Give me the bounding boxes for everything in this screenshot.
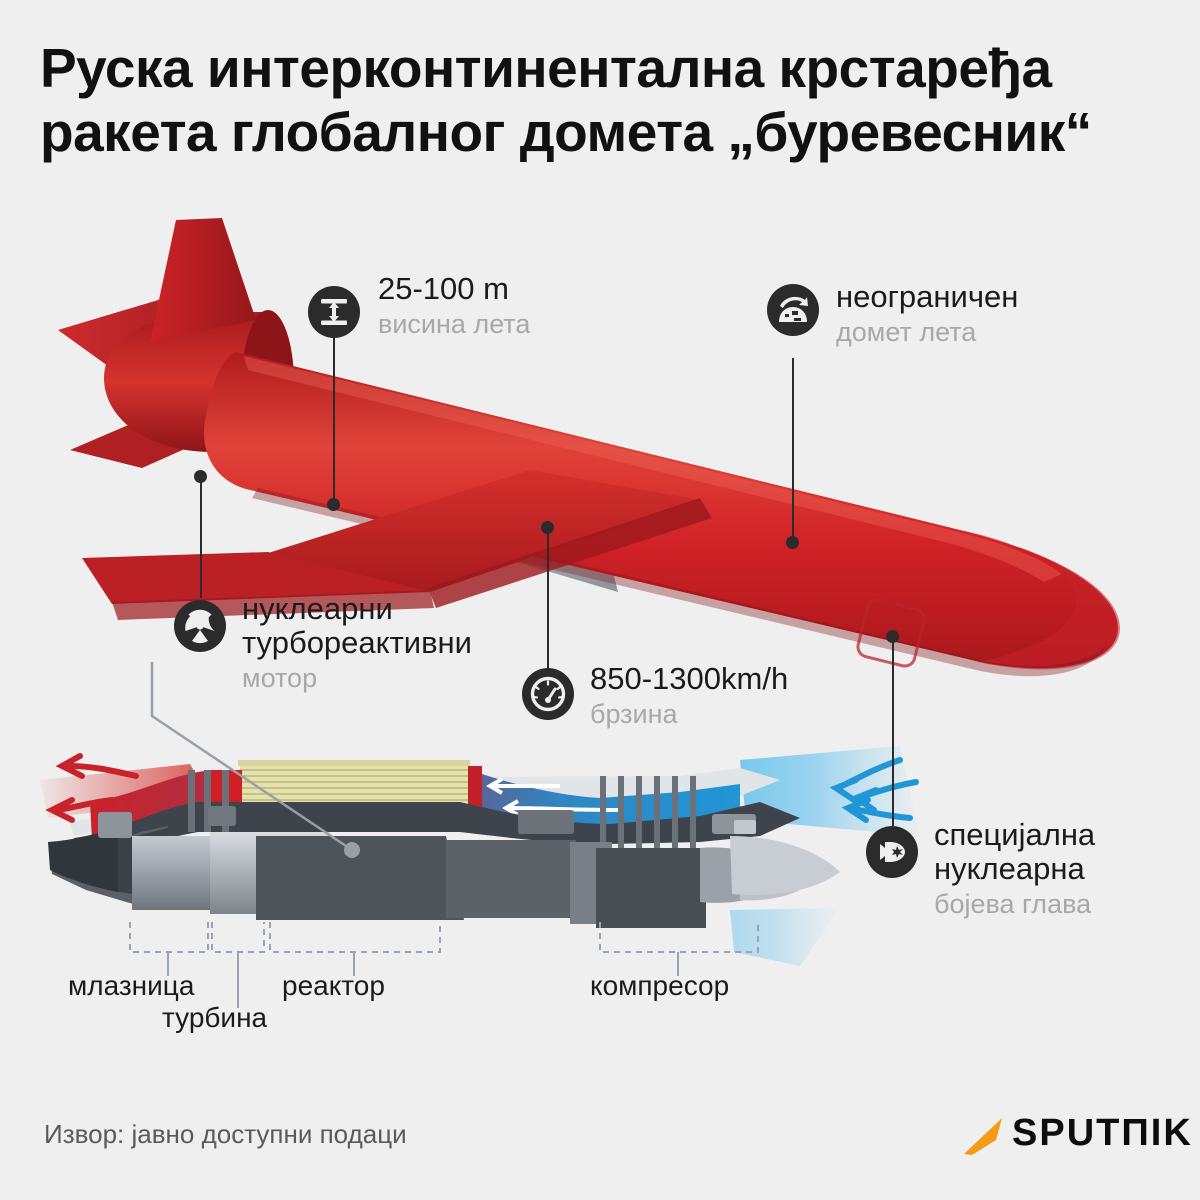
part-label-turbine: турбина	[162, 1002, 268, 1033]
exhaust-arrows	[45, 753, 139, 823]
speed-value: 850-1300km/h	[590, 661, 789, 696]
flow-arrows	[486, 777, 621, 817]
warhead-title-line1: специјална	[934, 817, 1096, 852]
leader-dot-engine	[194, 470, 207, 483]
engine-cutaway-diagram	[40, 746, 920, 966]
range-value: неограничен	[836, 279, 1019, 314]
leader-line-warhead	[892, 636, 894, 826]
leader-dot-range	[786, 536, 799, 549]
altitude-arrows-icon	[308, 286, 360, 338]
globe-arrow-icon	[767, 284, 819, 336]
engine-label: мотор	[242, 663, 318, 694]
altitude-value: 25-100 m	[378, 271, 509, 306]
part-brackets	[129, 922, 759, 1008]
speedometer-icon	[522, 668, 574, 720]
turbine-blades	[188, 770, 229, 832]
leader-dot-speed	[541, 521, 554, 534]
leader-line-engine-lower	[150, 662, 360, 858]
warhead-label: бојева глава	[934, 889, 1092, 920]
sputnik-wordmark: SPUTΠIK	[1012, 1112, 1193, 1154]
engine-title-line2: турбореактивни	[242, 625, 472, 661]
missile-illustration	[58, 218, 1120, 677]
warhead-icon	[866, 826, 918, 878]
sputnik-arrow-icon	[964, 1118, 1002, 1155]
leader-line-engine	[200, 476, 202, 598]
leader-line-speed	[547, 528, 549, 668]
title-line-1: Руска интерконтинентална крстаређа	[40, 37, 1052, 99]
source-note: Извор: јавно доступни подаци	[44, 1119, 407, 1149]
radiation-icon	[174, 600, 226, 652]
leader-line-range	[792, 358, 794, 543]
compressor-blades	[600, 776, 696, 876]
leader-dot-warhead	[886, 630, 899, 643]
leader-line-altitude	[333, 338, 335, 506]
engine-title-line1: нуклеарни	[242, 591, 393, 626]
part-label-reactor: реактор	[282, 970, 385, 1001]
part-label-compressor: компресор	[590, 970, 730, 1001]
leader-dot-altitude	[327, 498, 340, 511]
speed-label: брзина	[590, 699, 678, 730]
altitude-label: висина лета	[378, 309, 531, 340]
part-label-nozzle: млазница	[68, 970, 195, 1001]
page-title: Руска интерконтинентална крстаређа ракет…	[40, 36, 1160, 165]
title-line-2: ракета глобалног домета „буревесник“	[40, 101, 1092, 164]
warhead-title-line2: нуклеарна	[934, 851, 1085, 887]
range-label: домет лета	[836, 317, 977, 348]
